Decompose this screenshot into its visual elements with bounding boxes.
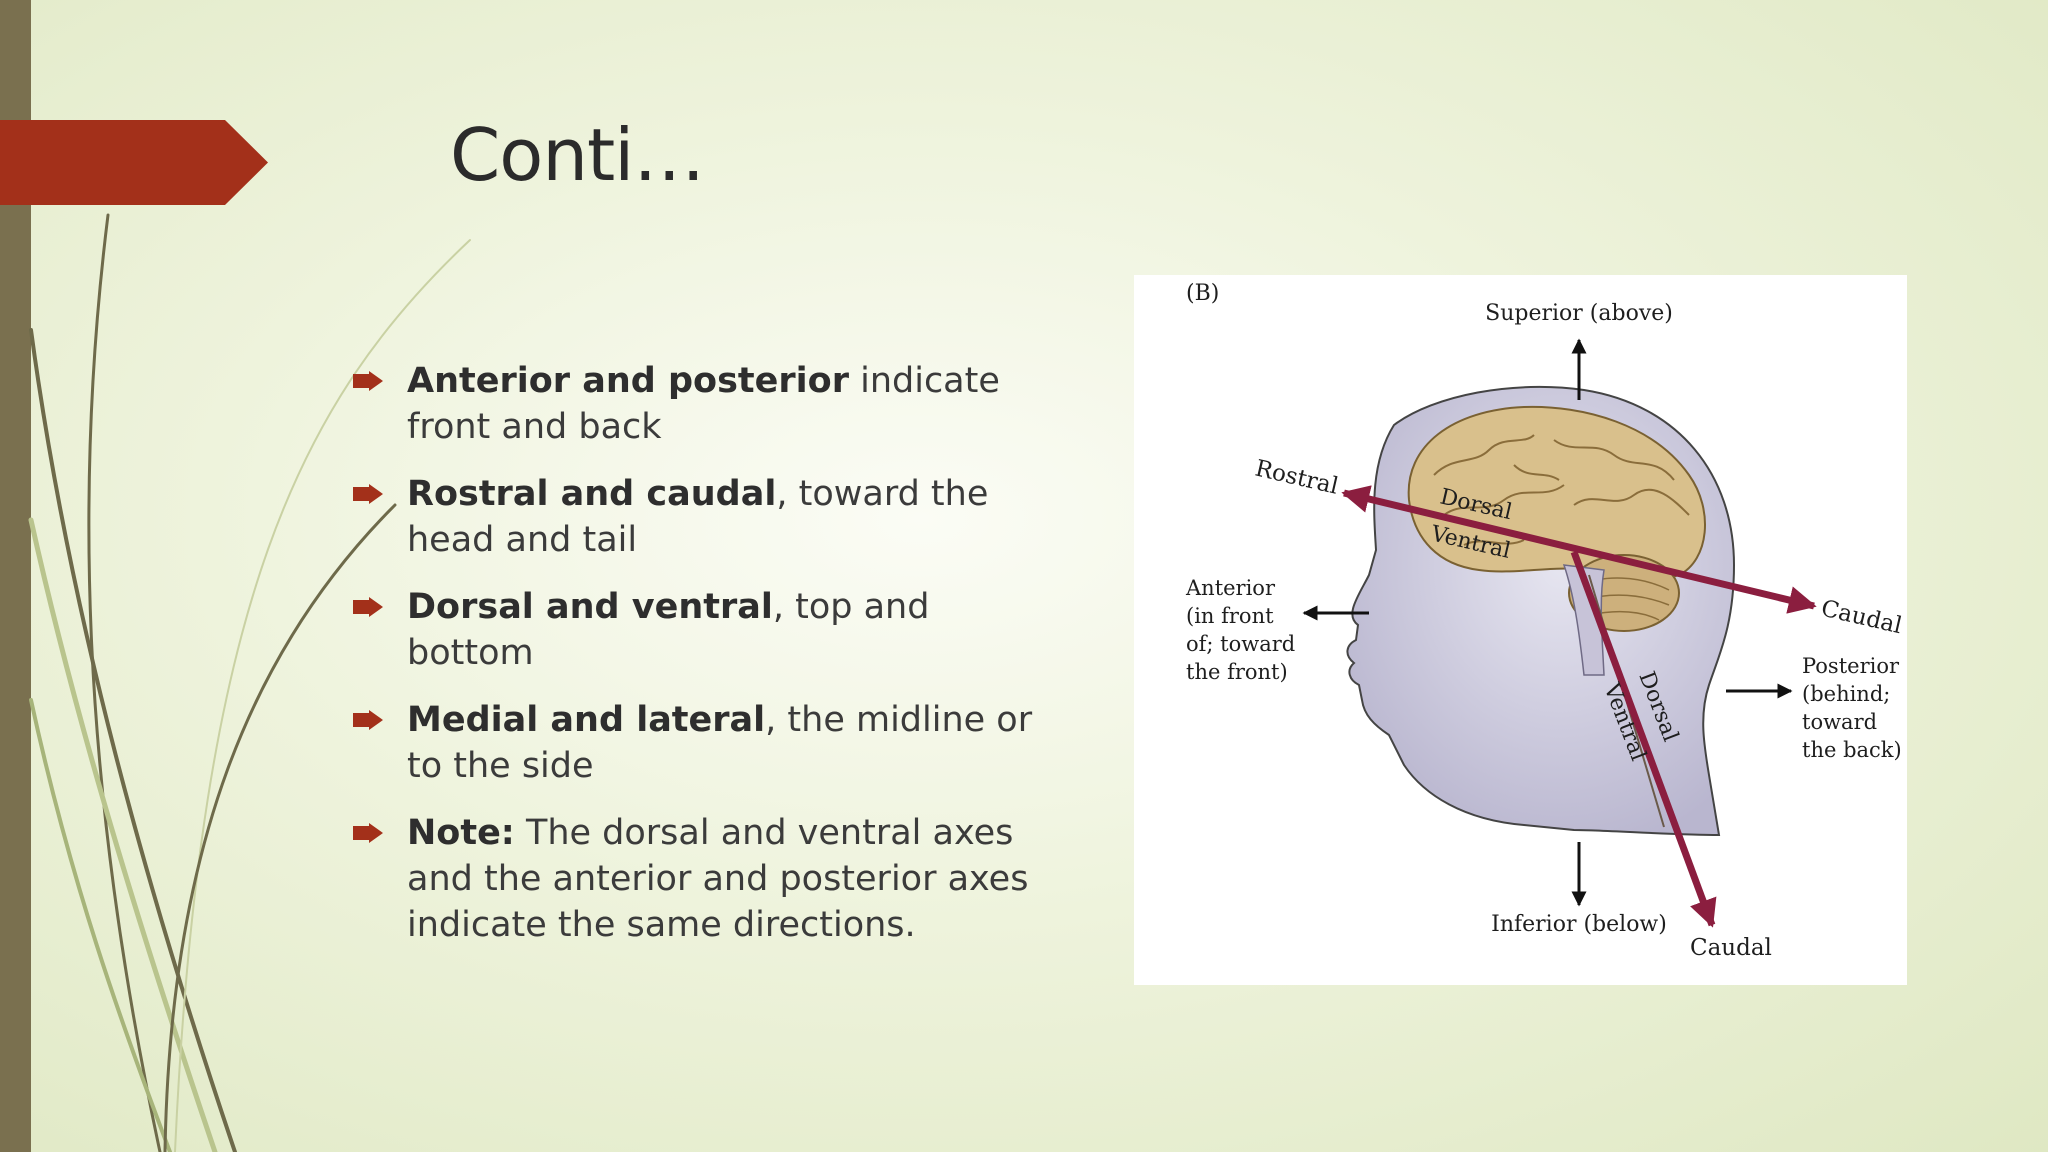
panel-label: (B): [1186, 281, 1219, 306]
slide-title: Conti…: [450, 113, 705, 197]
superior-label: Superior (above): [1485, 301, 1673, 326]
arrow-bullet-icon: [353, 597, 383, 617]
bullet-text: , top and bottom: [407, 587, 930, 673]
arrow-bullet-icon: [353, 484, 383, 504]
bullet-item: Medial and lateral, the midline or to th…: [345, 697, 1065, 789]
spinal-axis-arrow: [1570, 550, 1717, 928]
anterior-label-line: (in front: [1186, 604, 1274, 628]
bullet-item: Note: The dorsal and ventral axes and th…: [345, 810, 1065, 948]
arrow-bullet-icon: [353, 371, 383, 391]
posterior-label-line: Posterior: [1802, 654, 1900, 678]
bullet-term: Medial and lateral: [407, 700, 766, 740]
rostral-caudal-axis-arrow: [1341, 485, 1817, 614]
bullet-term: Anterior and posterior: [407, 361, 849, 401]
bullet-text: The dorsal and ventral axes and the ante…: [407, 813, 1029, 945]
bullet-item: Rostral and caudal, toward the head and …: [345, 471, 1065, 563]
bullet-item: Dorsal and ventral, top and bottom: [345, 584, 1065, 676]
posterior-label-line: toward: [1802, 710, 1877, 734]
title-arrow-shape: [0, 120, 268, 205]
brain-axes-diagram: (B) Superior (above) Inferior (below) Ro…: [1185, 281, 1905, 961]
brain-axes-figure: (B) Superior (above) Inferior (below) Ro…: [1134, 275, 1907, 985]
bullet-text: indicate front and back: [407, 361, 1000, 447]
bullet-term: Note:: [407, 813, 515, 853]
posterior-label-line: the back): [1802, 738, 1902, 762]
bullet-list: Anterior and posterior indicate front an…: [345, 358, 1065, 969]
decorative-curves: [28, 213, 471, 1152]
anterior-label-line: Anterior: [1185, 576, 1276, 600]
bullet-term: Rostral and caudal: [407, 474, 777, 514]
anterior-label-line: the front): [1186, 660, 1288, 684]
anterior-label-line: of; toward: [1186, 632, 1295, 656]
inferior-label: Inferior (below): [1491, 912, 1667, 937]
bullet-term: Dorsal and ventral: [407, 587, 773, 627]
posterior-label-line: (behind;: [1802, 682, 1890, 706]
bullet-text: , the midline or to the side: [407, 700, 1033, 786]
bullet-item: Anterior and posterior indicate front an…: [345, 358, 1065, 450]
arrow-bullet-icon: [353, 823, 383, 843]
bullet-text: , toward the head and tail: [407, 474, 989, 560]
arrow-bullet-icon: [353, 710, 383, 730]
caudal-lower-label: Caudal: [1690, 935, 1772, 961]
caudal-upper-label: Caudal: [1819, 596, 1905, 640]
rostral-label: Rostral: [1253, 456, 1341, 500]
